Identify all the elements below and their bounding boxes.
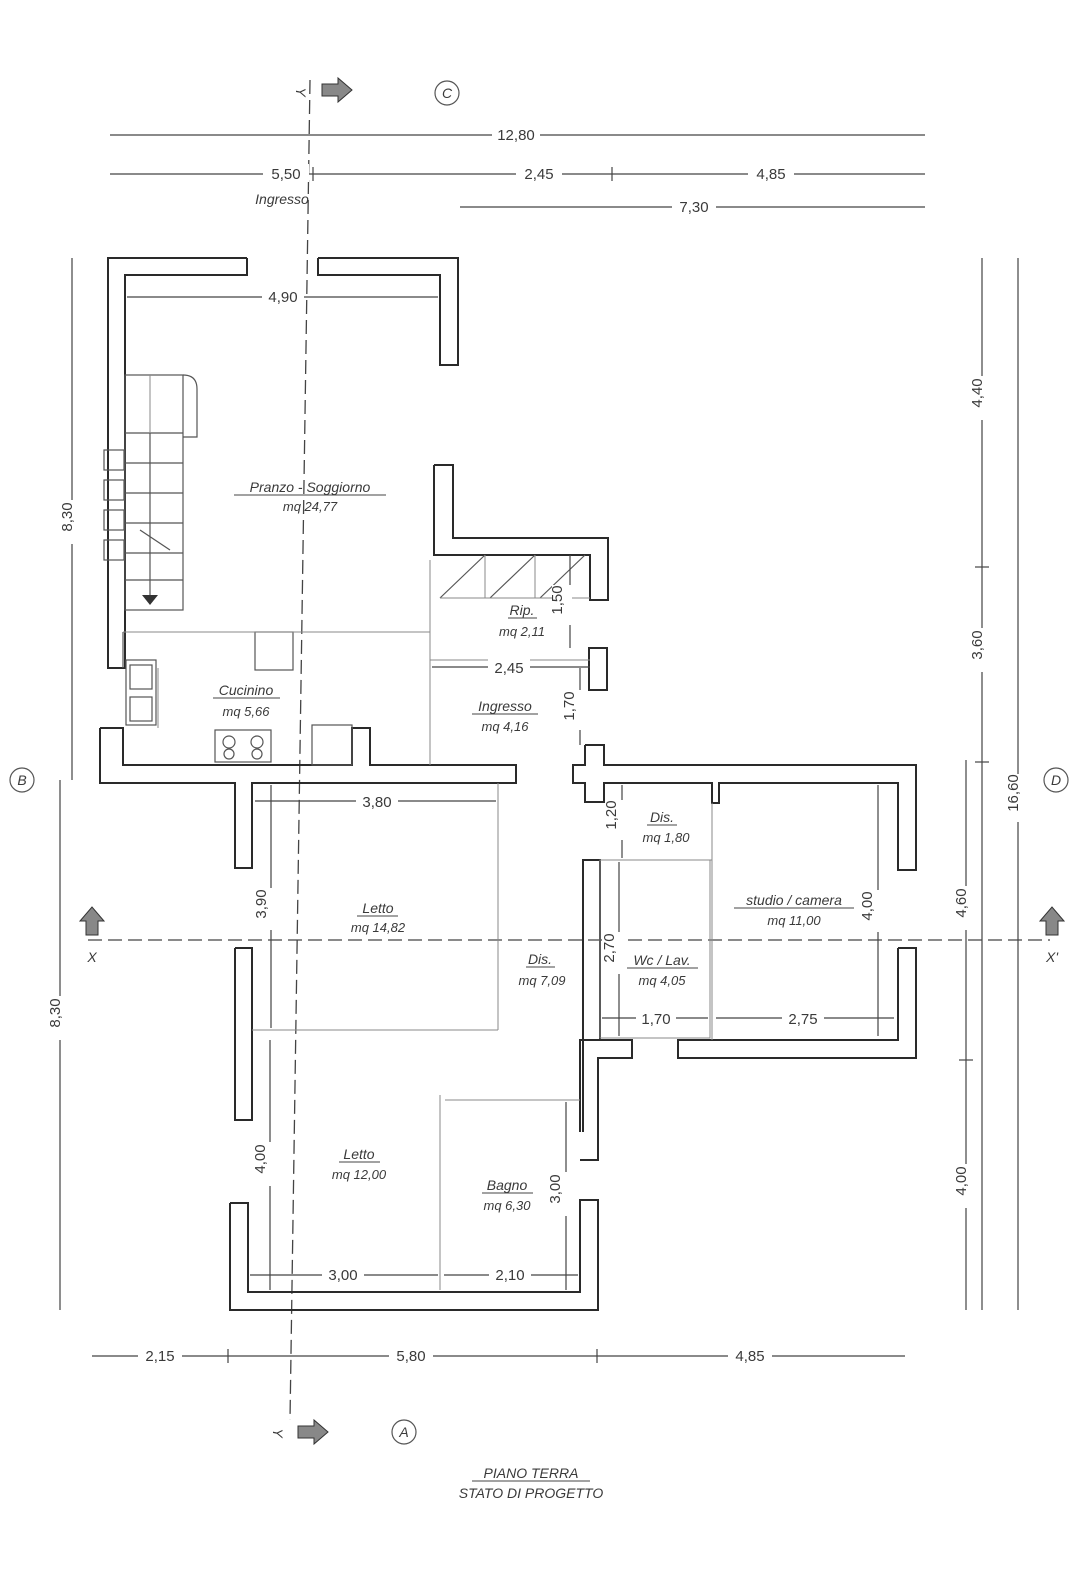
- room-ingresso-area: mq 4,16: [482, 719, 530, 734]
- room-studio: studio / camera mq 11,00: [734, 892, 854, 928]
- room-bed1-name: Letto: [362, 900, 393, 916]
- dim-bed1-width: 3,80: [362, 794, 391, 811]
- dim-top-d3: 4,85: [756, 166, 785, 183]
- room-wc: Wc / Lav. mq 4,05: [627, 952, 698, 988]
- dim-bottom-d3: 4,85: [735, 1348, 764, 1365]
- dim-right-total: 16,60: [1005, 774, 1022, 812]
- room-kitchen-name: Cucinino: [219, 682, 274, 698]
- drawing-title-sub: STATO DI PROGETTO: [459, 1485, 604, 1501]
- room-dis-small-name: Dis.: [650, 809, 674, 825]
- dim-total-width: 12,80: [497, 127, 535, 144]
- dim-bed2-width: 3,00: [328, 1267, 357, 1284]
- room-bath-name: Bagno: [487, 1177, 528, 1193]
- room-rip-area: mq 2,11: [499, 624, 545, 639]
- room-studio-name: studio / camera: [746, 892, 842, 908]
- section-x-label: X: [86, 949, 97, 965]
- room-wc-area: mq 4,05: [639, 973, 687, 988]
- room-ingresso: Ingresso mq 4,16: [472, 698, 538, 734]
- dim-right-d2: 3,60: [969, 630, 986, 659]
- room-rip-name: Rip.: [510, 602, 535, 618]
- room-living-name: Pranzo - Soggiorno: [250, 479, 371, 495]
- dim-wc-height: 2,70: [601, 933, 618, 962]
- entrance-label: Ingresso: [255, 191, 309, 207]
- dim-top-total: 12,80: [110, 125, 925, 144]
- room-bed2: Letto mq 12,00: [332, 1146, 387, 1182]
- exterior-walls: [99, 257, 917, 1311]
- room-ingresso-name: Ingresso: [478, 698, 532, 714]
- room-dis-area: mq 7,09: [519, 973, 566, 988]
- room-bed2-area: mq 12,00: [332, 1167, 387, 1182]
- section-marker-c: C: [434, 80, 460, 106]
- dim-right: 4,40 3,60 4,60 4,00 16,60: [953, 258, 1030, 1310]
- dim-left-lower: 8,30: [47, 998, 64, 1027]
- dim-right-d3: 4,60: [953, 888, 970, 917]
- room-living-area: mq 24,77: [283, 499, 338, 514]
- section-line-y: [289, 79, 311, 1421]
- dim-top-d1: 5,50: [271, 166, 300, 183]
- dim-rip-height: 1,50: [549, 585, 566, 614]
- drawing-title: PIANO TERRA STATO DI PROGETTO: [459, 1465, 604, 1501]
- dim-right-d1: 4,40: [969, 378, 986, 407]
- dim-top-d2: 2,45: [524, 166, 553, 183]
- dim-wc-width: 1,70: [641, 1011, 670, 1028]
- drawing-title-main: PIANO TERRA: [484, 1465, 579, 1481]
- section-arrow-left: X: [78, 906, 106, 965]
- dim-dis-height: 1,20: [603, 800, 620, 829]
- room-bed1: Letto mq 14,82: [351, 900, 406, 935]
- kitchen-fixtures: [125, 659, 272, 763]
- room-living: Pranzo - Soggiorno mq 24,77: [234, 479, 386, 514]
- room-bath: Bagno mq 6,30: [482, 1177, 533, 1213]
- dim-left-upper: 8,30: [59, 502, 76, 531]
- section-marker-d: D: [1043, 767, 1069, 793]
- dim-living-width: 4,90: [268, 289, 297, 306]
- room-bath-area: mq 6,30: [484, 1198, 532, 1213]
- room-wc-name: Wc / Lav.: [633, 952, 690, 968]
- dim-bottom-d2: 5,80: [396, 1348, 425, 1365]
- room-studio-area: mq 11,00: [767, 913, 821, 928]
- section-arrow-top: Y: [293, 76, 353, 104]
- interior-partitions: [122, 560, 713, 1290]
- dim-bath-height: 3,00: [547, 1174, 564, 1203]
- dim-ingresso-width: 2,45: [494, 660, 523, 677]
- room-dis-small: Dis. mq 1,80: [643, 809, 691, 845]
- section-y-label-bottom: Y: [270, 1428, 286, 1439]
- dim-right-d4: 4,00: [953, 1166, 970, 1195]
- staircase: [103, 374, 198, 611]
- dim-bottom-d1: 2,15: [145, 1348, 174, 1365]
- dim-bed1-height: 3,90: [253, 889, 270, 918]
- dim-top-row2: 5,50 2,45 4,85: [110, 164, 925, 183]
- dim-studio-height: 4,00: [859, 891, 876, 920]
- room-dis: Dis. mq 7,09: [519, 951, 566, 988]
- section-arrow-bottom: Y: [270, 1418, 329, 1446]
- section-x2-label: X': [1045, 949, 1059, 965]
- dim-bed2-height: 4,00: [252, 1144, 269, 1173]
- dim-left: 8,30 8,30: [47, 258, 84, 1310]
- section-c-label: C: [442, 85, 453, 101]
- dims-inner: 4,90 1,50 2,45 1,70 3,80 3,90 1,20 2,70 …: [127, 287, 894, 1290]
- section-y-label-top: Y: [293, 87, 309, 98]
- room-kitchen-area: mq 5,66: [223, 704, 271, 719]
- room-bed2-name: Letto: [343, 1146, 374, 1162]
- room-rip: Rip. mq 2,11: [499, 602, 545, 639]
- section-marker-b: B: [9, 767, 35, 793]
- dim-top-d4: 7,30: [679, 199, 708, 216]
- section-b-label: B: [17, 772, 26, 788]
- room-dis-small-area: mq 1,80: [643, 830, 691, 845]
- room-dis-name: Dis.: [528, 951, 552, 967]
- section-arrow-right: X': [1038, 906, 1066, 965]
- room-kitchen: Cucinino mq 5,66: [213, 682, 280, 719]
- dim-ingresso-height: 1,70: [561, 691, 578, 720]
- dim-bottom: 2,15 5,80 4,85: [92, 1346, 905, 1365]
- dim-studio-width: 2,75: [788, 1011, 817, 1028]
- dim-bath-width: 2,10: [495, 1267, 524, 1284]
- room-bed1-area: mq 14,82: [351, 920, 406, 935]
- section-d-label: D: [1051, 772, 1061, 788]
- storage-hatch: [439, 554, 590, 599]
- section-a-label: A: [398, 1424, 408, 1440]
- dim-top-row3: 7,30: [460, 197, 925, 216]
- section-marker-a: A: [391, 1419, 417, 1445]
